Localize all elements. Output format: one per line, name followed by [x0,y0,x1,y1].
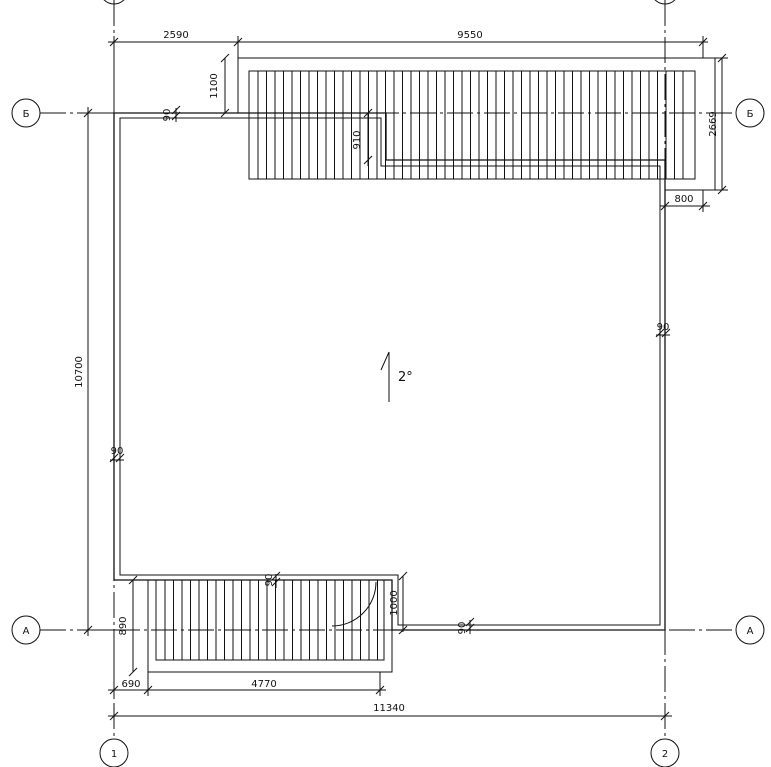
dim-total-height: 10700 [74,356,85,388]
axis-label-b-right: Б [747,109,754,120]
bottom-balcony [147,579,393,673]
dim-top-left: 2590 [163,30,188,41]
door-swing-arc [331,581,377,627]
top-balcony [237,57,716,191]
dim-right-wall: 90 [657,322,670,333]
dim-notch-height: 1100 [209,73,220,98]
axis-bubble-1-top [103,0,125,5]
dim-bottom-offset: 890 [118,616,129,635]
dimension-lines [80,36,728,721]
dim-right-height: 2669 [708,111,719,136]
floor-outline-inner [119,117,661,626]
axis-bubble-a-left [11,615,41,645]
floor-outline-outer [113,112,666,631]
axis-label-a-right: А [747,626,754,637]
axis-bubble-b-right [735,98,765,128]
axis-label-b-left: Б [23,109,30,120]
dim-bottom-left: 690 [121,679,140,690]
axis-bubble-a-right [735,615,765,645]
dim-bottom-wall-right: 90 [457,622,468,635]
dim-step-height: 910 [352,130,363,149]
dim-total-width: 11340 [373,703,405,714]
dim-bottom-notch: 1000 [389,590,400,615]
dim-bottom-middle: 4770 [251,679,276,690]
axis-label-2: 2 [662,749,668,760]
slope-arrow [380,351,390,402]
dim-right-overhang: 800 [674,194,693,205]
axis-label-1: 1 [111,749,117,760]
dim-top-wall: 90 [162,109,173,122]
axis-bubble-2-top [654,0,676,5]
dim-left-wall: 90 [111,446,124,457]
dim-bottom-wall-left: 90 [264,574,275,587]
axis-bubble-1-bottom [99,738,129,767]
axis-bubble-b-left [11,98,41,128]
axis-bubble-2-bottom [650,738,680,767]
slope-label: 2° [398,370,413,385]
axis-label-a-left: А [23,626,30,637]
dim-top-right: 9550 [457,30,482,41]
